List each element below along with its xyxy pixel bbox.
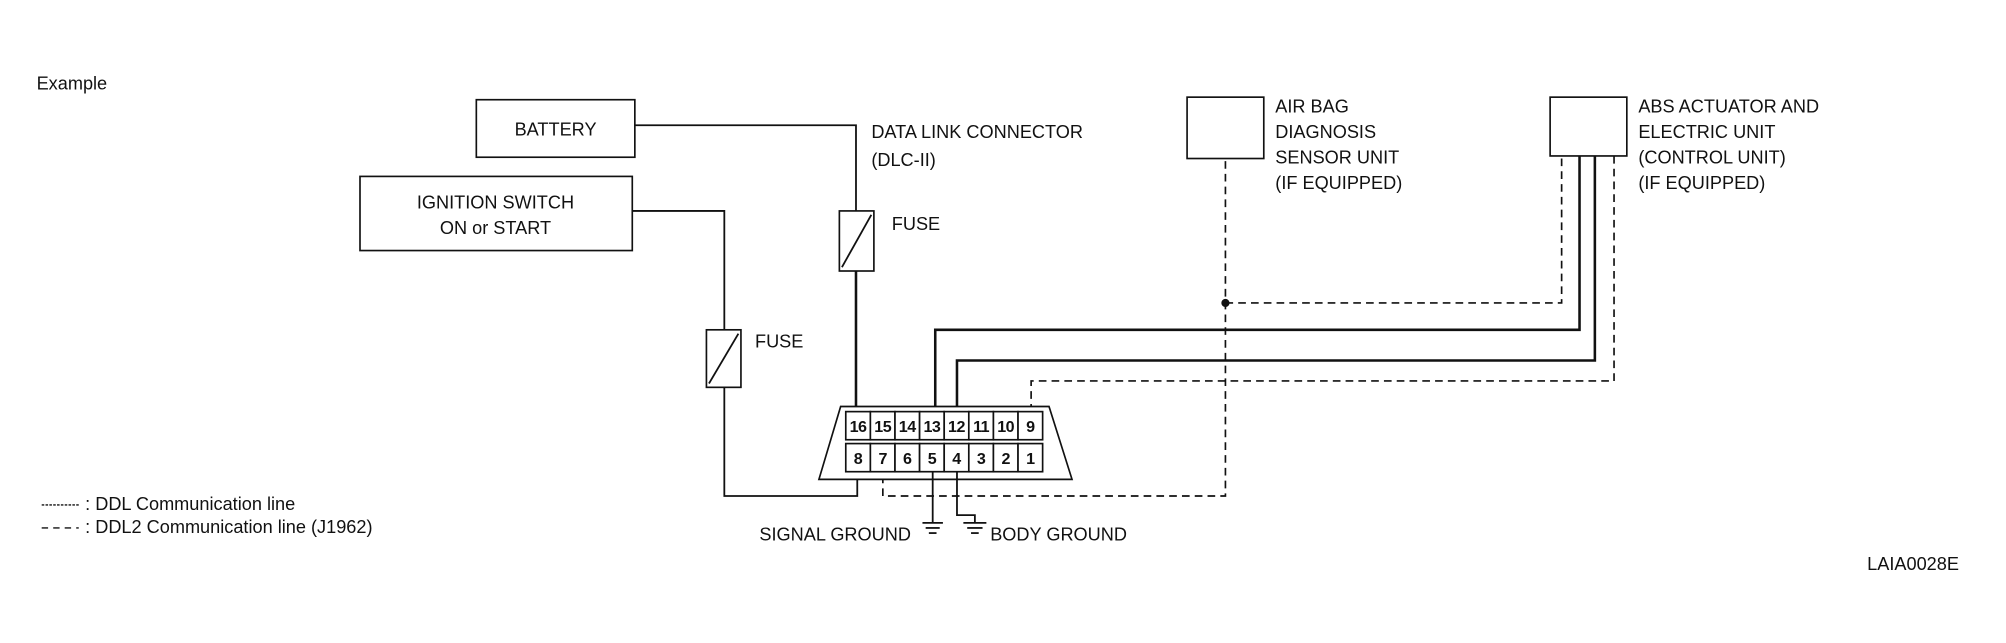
pin-label: 3 [977,450,986,468]
ignition-switch-box [359,175,634,252]
airbag-unit-box [1186,96,1265,160]
pin-cell-14 [894,410,921,441]
battery-block: BATTERY [475,98,636,159]
ignition-wire-lower [723,387,859,497]
abs-unit-label-2: ELECTRIC UNIT [1638,122,1775,142]
battery-fuse-label: FUSE [892,214,940,234]
body-ground [956,471,987,534]
pin-label: 12 [948,418,965,436]
pin-label: 13 [923,418,940,436]
abs-ddl2-line-pin9 [1030,155,1615,412]
airbag-unit-label-1: AIR BAG [1275,96,1349,116]
battery-label: BATTERY [515,120,597,140]
ignition-switch-label: IGNITION SWITCH [417,192,574,212]
battery-fuse-element [841,214,873,268]
pin-label: 1 [1026,450,1035,468]
pin-cell-3 [967,442,995,473]
pin-cell-9 [1017,410,1044,441]
abs-unit-label-3: (CONTROL UNIT) [1638,148,1785,168]
airbag-unit-label-4: (IF EQUIPPED) [1275,173,1402,193]
abs-unit-box [1549,96,1628,157]
ignition-fuse-element [708,333,740,384]
figure-id: LAIA0028E [1867,554,1959,574]
ignition-fuse [705,328,742,389]
pin-label: 9 [1026,418,1035,436]
airbag-unit-label-2: DIAGNOSIS [1275,122,1376,142]
pin-label: 5 [928,450,937,468]
signal-ground-label: SIGNAL GROUND [759,525,911,545]
ignition-switch-state-label: ON or START [440,218,551,238]
pin-label: 2 [1001,450,1010,468]
data-link-connector: 16 15 14 13 12 11 10 9 8 7 6 5 4 3 2 1 [817,405,1074,481]
pin-cell-5 [918,442,946,473]
legend: : DDL Communication line : DDL2 Communic… [41,494,373,537]
abs-unit-label-4: (IF EQUIPPED) [1638,173,1765,193]
pin-label: 16 [850,418,867,436]
pin-label: 10 [997,418,1014,436]
abs-ddl-line-pin13 [933,155,1581,412]
pin-cell-16 [844,410,872,441]
dlc-title: DATA LINK CONNECTOR [871,122,1083,142]
battery-wire-upper [634,124,857,211]
diagram-caption: Example [37,73,108,93]
ignition-fuse-label: FUSE [755,332,803,352]
ignition-switch-block: IGNITION SWITCH ON or START [359,175,634,252]
pin-label: 4 [952,450,961,468]
battery-box [475,98,636,159]
body-ground-label: BODY GROUND [990,525,1127,545]
legend-ddl-label: : DDL Communication line [85,494,295,514]
abs-unit-label-1: ABS ACTUATOR AND [1638,96,1819,116]
abs-unit-block: ABS ACTUATOR AND ELECTRIC UNIT (CONTROL … [1549,96,1819,193]
airbag-unit-label-3: SENSOR UNIT [1275,148,1399,168]
pin-label: 14 [899,418,916,436]
battery-fuse [838,210,875,272]
signal-ground [922,471,943,534]
pin-label: 11 [973,418,990,436]
ignition-wire-upper [632,210,726,330]
legend-ddl2-label: : DDL2 Communication line (J1962) [85,517,372,537]
airbag-unit-block: AIR BAG DIAGNOSIS SENSOR UNIT (IF EQUIPP… [1186,96,1402,193]
abs-ddl-line-pin12 [955,155,1597,412]
pin-label: 15 [874,418,891,436]
pin-label: 7 [878,450,887,468]
body-ground-wire [956,471,976,523]
abs-ddl2-line-to-junction [1225,155,1563,304]
pin-label: 6 [903,450,912,468]
pin-cell-1 [1017,442,1044,473]
pin-label: 8 [854,450,863,468]
dlc-subtitle: (DLC-II) [871,150,936,170]
